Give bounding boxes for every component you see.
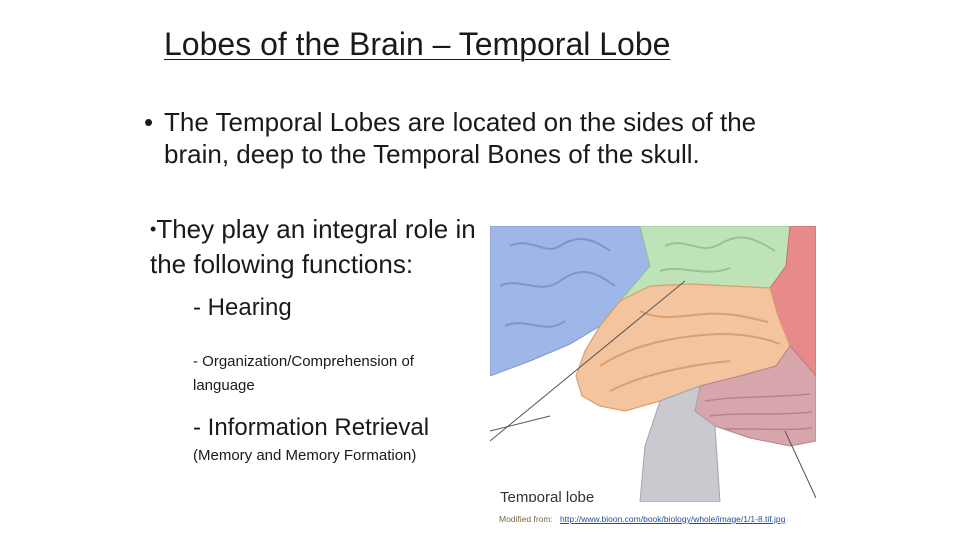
credit-prefix: Modified from: xyxy=(499,514,553,524)
bullet-functions: •They play an integral role in the follo… xyxy=(150,212,490,282)
function-memory-note: (Memory and Memory Formation) xyxy=(193,447,417,464)
brainstem xyxy=(639,385,721,502)
image-credit: Modified from: http://www.bioon.com/book… xyxy=(499,514,809,525)
function-hearing: - Hearing xyxy=(193,294,292,321)
credit-link[interactable]: http://www.bioon.com/book/biology/whole/… xyxy=(559,514,786,524)
bullet-functions-text: They play an integral role in the follow… xyxy=(150,214,476,279)
bullet-dot-icon: • xyxy=(150,219,157,239)
function-information-retrieval: - Information Retrieval xyxy=(193,414,430,441)
bullet-location: • The Temporal Lobes are located on the … xyxy=(144,106,824,170)
slide-title: Lobes of the Brain – Temporal Lobe xyxy=(164,26,671,62)
function-language: - Organization/Comprehension of language xyxy=(193,353,414,394)
bullet-location-text: The Temporal Lobes are located on the si… xyxy=(164,107,757,169)
bullet-dot-icon: • xyxy=(144,107,154,137)
figure-label: Temporal lobe xyxy=(500,489,594,502)
brain-illustration: Temporal lobe xyxy=(490,226,816,502)
